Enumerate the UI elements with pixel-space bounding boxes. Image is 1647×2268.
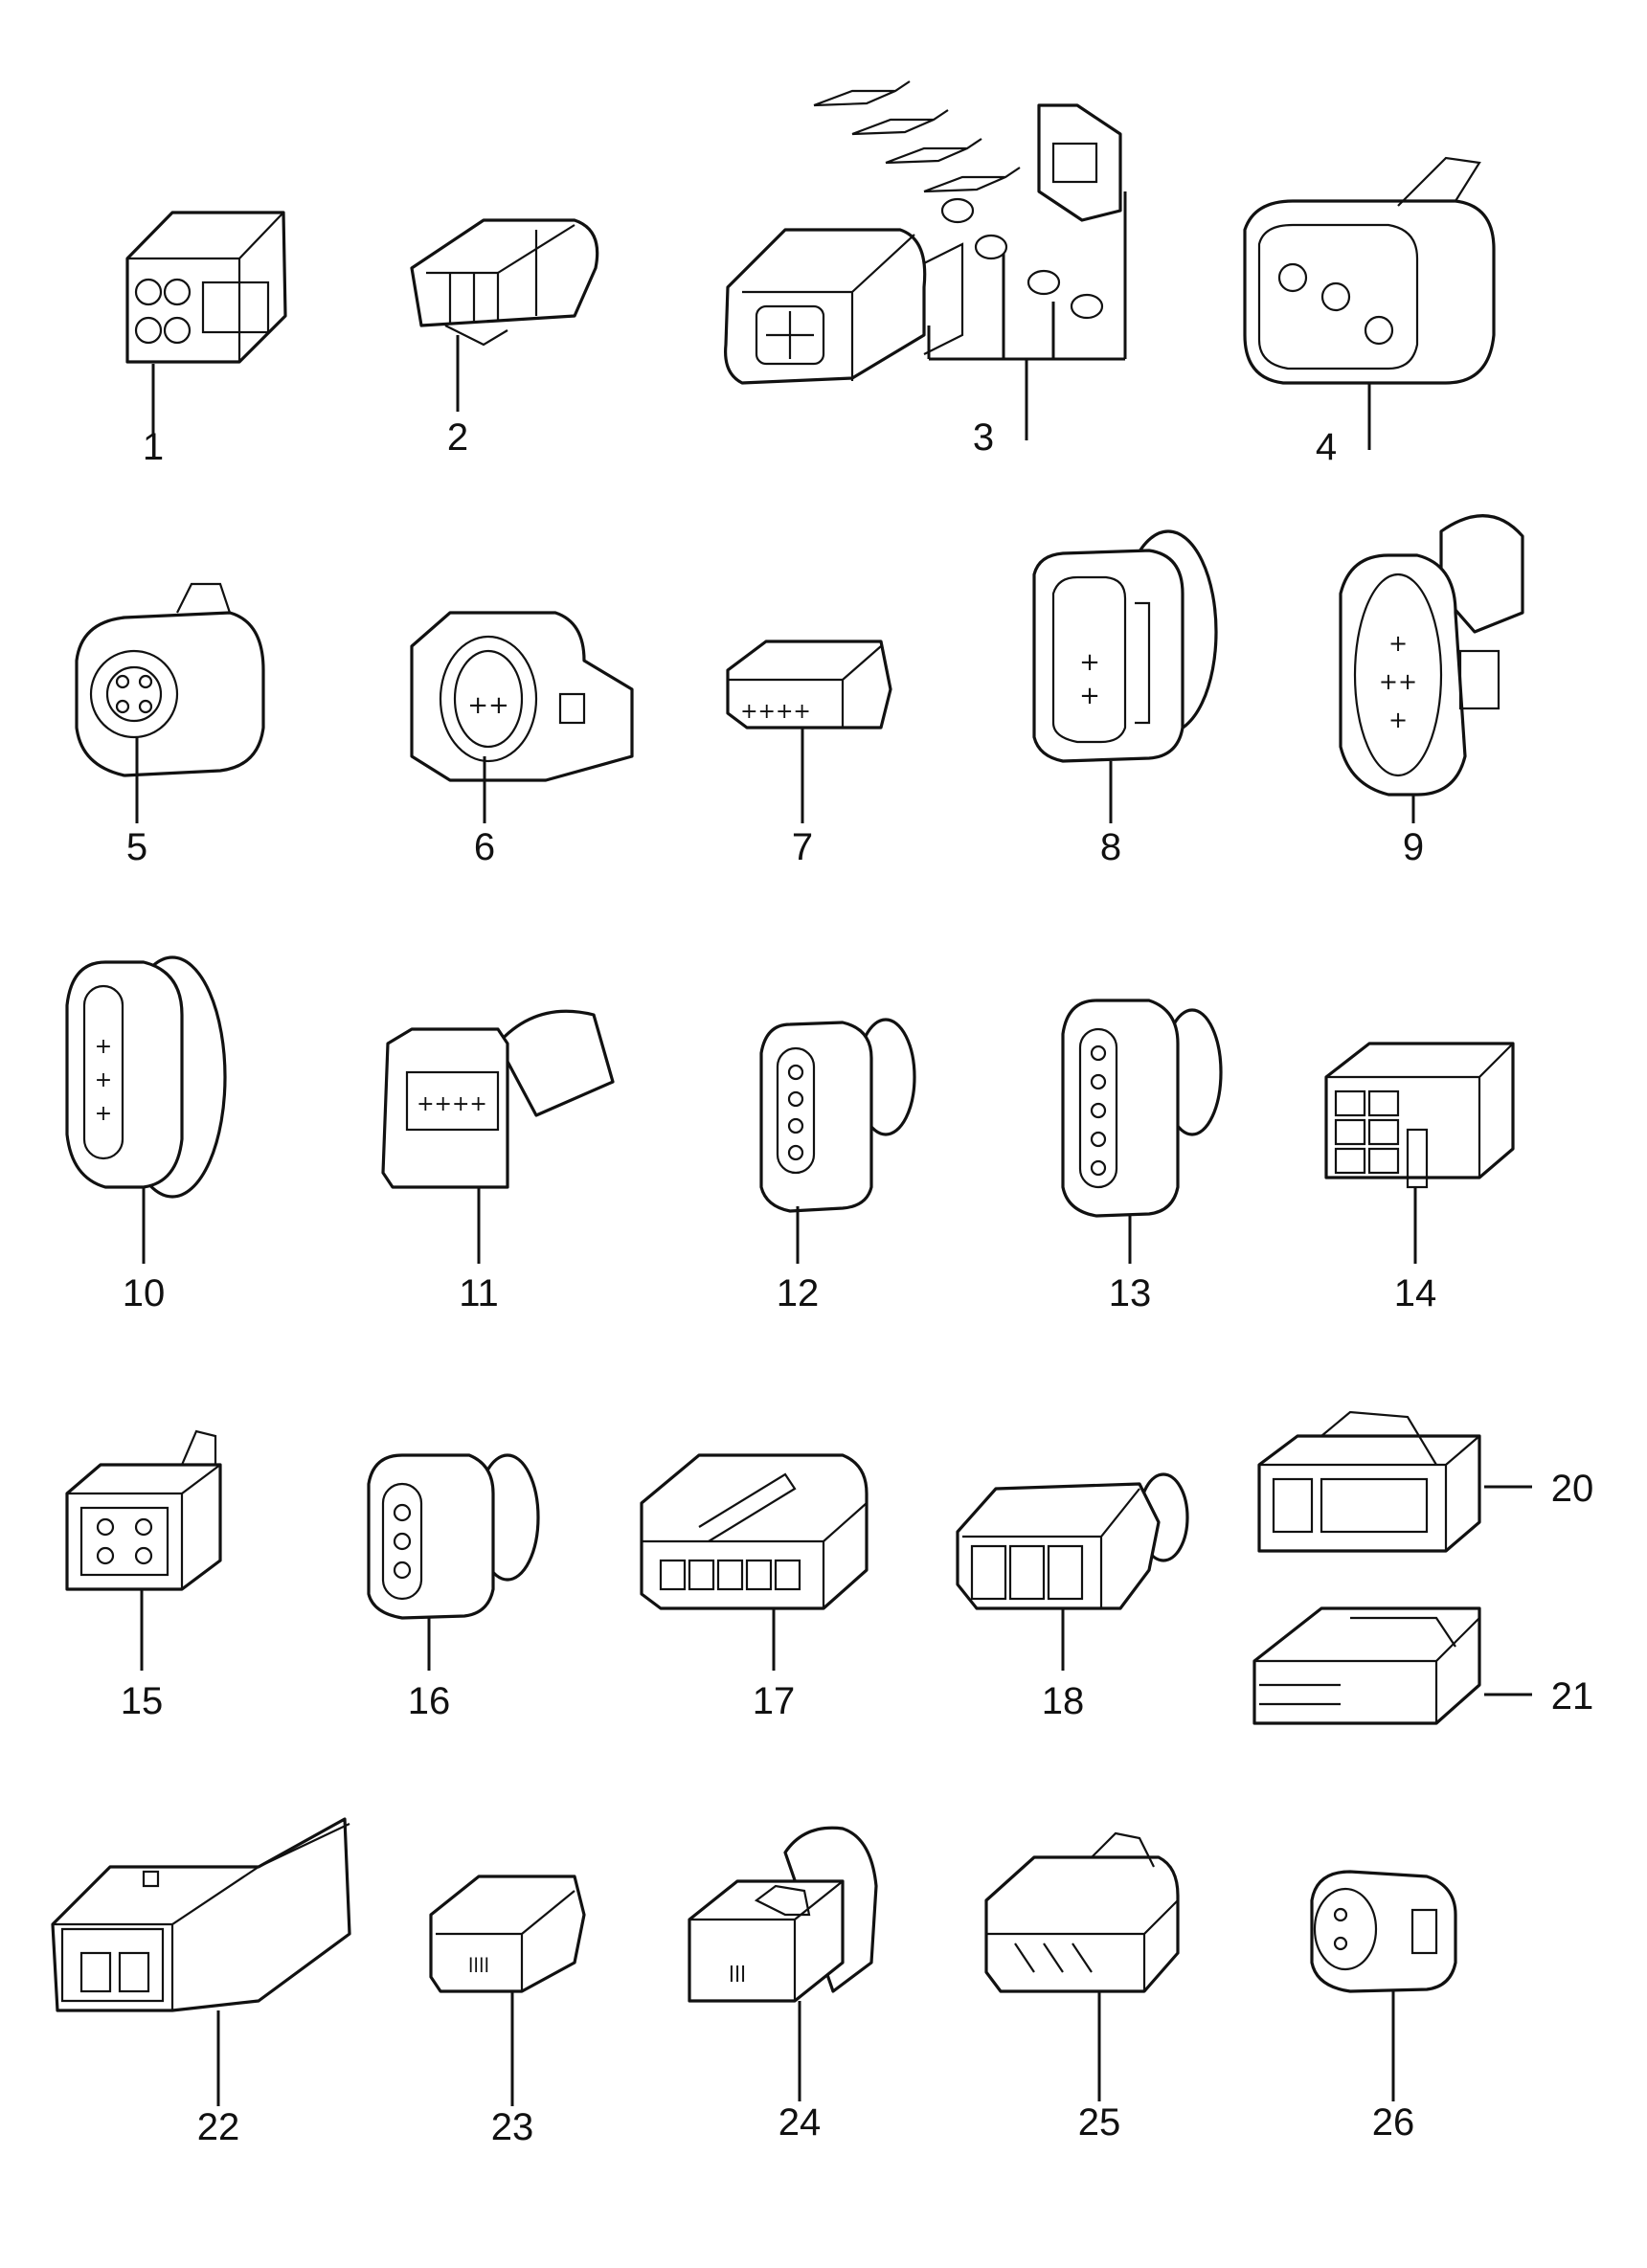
part-6: ++ 6	[410, 611, 634, 868]
svg-text:+: +	[95, 1068, 112, 1092]
part-17: 17	[640, 1453, 869, 1722]
connector-mini-4pin-icon: llll	[429, 1875, 586, 1993]
part-16: 16	[367, 1453, 540, 1722]
connector-square-4pin-icon	[65, 1429, 222, 1591]
part-label: 15	[121, 1680, 164, 1722]
connector-housing-round-4pin-icon	[75, 582, 265, 777]
connector-small-round-icon	[1310, 1870, 1457, 1993]
connector-4pin-with-boot-icon: + +	[1032, 529, 1218, 763]
part-label: 14	[1394, 1272, 1437, 1314]
part-label: 10	[123, 1272, 166, 1314]
part-7: ++++ 7	[726, 640, 892, 868]
connector-rectangular-4pin-boot-icon: ++++	[381, 1009, 615, 1189]
svg-text:++: ++	[1379, 668, 1417, 695]
part-1: 1	[125, 211, 287, 468]
part-label: 25	[1078, 2101, 1121, 2144]
connector-3pin-flange-icon: lll	[688, 1826, 878, 2003]
part-18: 18	[956, 1472, 1189, 1722]
part-label: 23	[491, 2106, 534, 2148]
connector-kit-with-terminals-seals-icon	[724, 80, 1127, 440]
part-4: 4	[1243, 156, 1496, 468]
connector-flat-block-icon	[1252, 1606, 1481, 1725]
part-24: lll 24	[688, 1826, 878, 2144]
part-2: 2	[410, 218, 599, 459]
part-11: ++++ 11	[381, 1009, 615, 1314]
part-label: 12	[777, 1272, 820, 1314]
connector-4pin-boot-icon	[759, 1018, 916, 1213]
part-label: 1	[143, 426, 164, 468]
part-label: 11	[459, 1272, 499, 1314]
part-13: 13	[1061, 999, 1223, 1314]
part-23: llll 23	[429, 1875, 586, 2148]
svg-text:lll: lll	[729, 1964, 746, 1987]
part-label: 13	[1109, 1272, 1152, 1314]
connector-housing-oval-3pin-icon	[1243, 156, 1496, 385]
connector-pcb-latch-icon	[984, 1831, 1180, 1993]
part-label: 22	[197, 2106, 240, 2148]
part-label: 5	[126, 826, 147, 868]
svg-text:++++: ++++	[417, 1092, 487, 1116]
part-21: 21	[1252, 1606, 1594, 1725]
svg-text:+: +	[1079, 682, 1100, 710]
part-label: 24	[778, 2101, 822, 2144]
part-12: 12	[759, 1018, 916, 1314]
connector-5pin-latch-icon	[640, 1453, 869, 1610]
part-20: 20	[1257, 1410, 1594, 1553]
part-26: 26	[1310, 1870, 1457, 2144]
svg-text:+: +	[95, 1102, 112, 1126]
connector-3pin-slim-boot-icon	[956, 1472, 1189, 1610]
part-label: 18	[1042, 1680, 1085, 1722]
part-14: 14	[1324, 1042, 1515, 1314]
part-label: 3	[973, 416, 994, 459]
svg-text:++: ++	[467, 691, 509, 720]
connector-3pin-boot-icon	[367, 1453, 540, 1620]
svg-text:+: +	[1079, 648, 1100, 677]
part-label: 7	[792, 826, 813, 868]
connector-housing-6pin-icon: ++	[410, 611, 634, 782]
connector-housing-slim-icon	[410, 218, 599, 347]
svg-text:llll: llll	[468, 1954, 489, 1977]
connector-long-oval-icon: + + +	[65, 955, 227, 1199]
part-label: 6	[474, 826, 495, 868]
connector-oval-6pin-icon: + ++ +	[1339, 514, 1524, 797]
connector-block-6pin-icon	[1324, 1042, 1515, 1189]
part-10: + + + 10	[65, 955, 227, 1314]
connector-large-block-icon	[51, 1817, 351, 2012]
svg-text:+: +	[1388, 707, 1408, 733]
part-9: + ++ + 9	[1339, 514, 1524, 868]
part-label: 4	[1316, 426, 1337, 468]
connector-block-latched-icon	[1257, 1410, 1481, 1553]
part-25: 25	[984, 1831, 1180, 2144]
svg-text:+: +	[1388, 630, 1408, 657]
part-label: 17	[753, 1680, 796, 1722]
svg-text:++++: ++++	[740, 700, 811, 724]
part-label: 8	[1100, 826, 1121, 868]
part-5: 5	[75, 582, 265, 868]
part-label: 21	[1551, 1675, 1594, 1718]
connector-flat-4pin-icon: ++++	[726, 640, 892, 730]
part-label: 2	[447, 416, 468, 459]
svg-text:+: +	[95, 1035, 112, 1059]
part-label: 9	[1403, 826, 1424, 868]
part-15: 15	[65, 1429, 222, 1722]
connector-housing-square-icon	[125, 211, 287, 364]
part-3: 3	[724, 80, 1127, 459]
part-22: 22	[51, 1817, 351, 2148]
part-label: 16	[408, 1680, 451, 1722]
part-8: + + 8	[1032, 529, 1218, 868]
part-label: 26	[1372, 2101, 1415, 2144]
connector-5pin-boot-icon	[1061, 999, 1223, 1218]
part-label: 20	[1551, 1468, 1594, 1510]
